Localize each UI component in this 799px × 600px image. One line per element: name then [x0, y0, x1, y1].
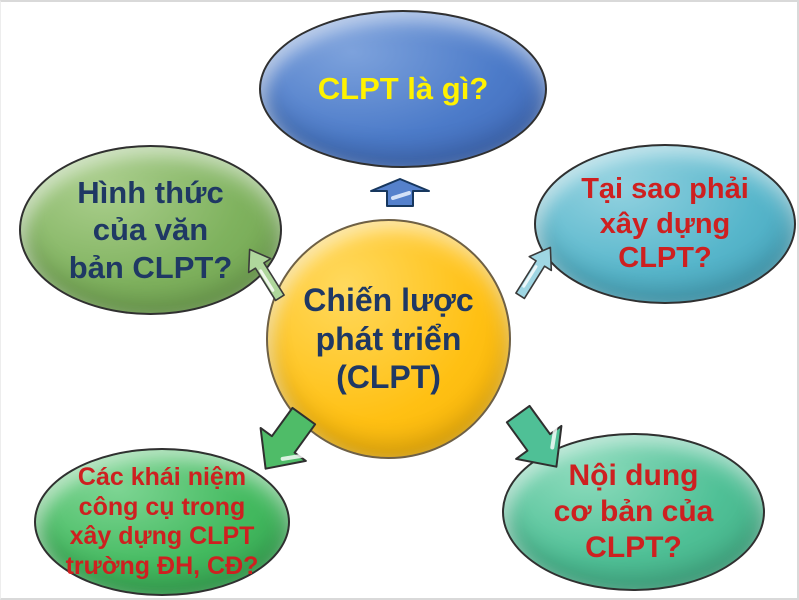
arrow-down-left-icon: [259, 406, 317, 470]
arrow-up-right-icon: [515, 246, 553, 300]
arrow-down-right-icon: [505, 404, 563, 468]
node-what-is-clpt: CLPT là gì?: [259, 10, 547, 168]
node-concepts-tools: Các khái niệm công cụ trong xây dựng CLP…: [34, 448, 290, 596]
node-document-form-label: Hình thức của văn bản CLPT?: [68, 175, 233, 285]
arrow-up-icon: [370, 178, 430, 207]
node-document-form: Hình thức của văn bản CLPT?: [19, 145, 282, 315]
node-what-is-clpt-label: CLPT là gì?: [317, 71, 489, 107]
node-center-clpt-label: Chiến lược phát triển (CLPT): [303, 282, 474, 396]
node-concepts-tools-label: Các khái niệm công cụ trong xây dựng CLP…: [65, 463, 259, 580]
node-basic-content-label: Nội dung cơ bản của CLPT?: [553, 459, 714, 564]
node-why-build-clpt: Tại sao phải xây dựng CLPT?: [534, 144, 796, 304]
node-why-build-clpt-label: Tại sao phải xây dựng CLPT?: [581, 172, 749, 275]
arrow-up-left-icon: [247, 248, 285, 302]
